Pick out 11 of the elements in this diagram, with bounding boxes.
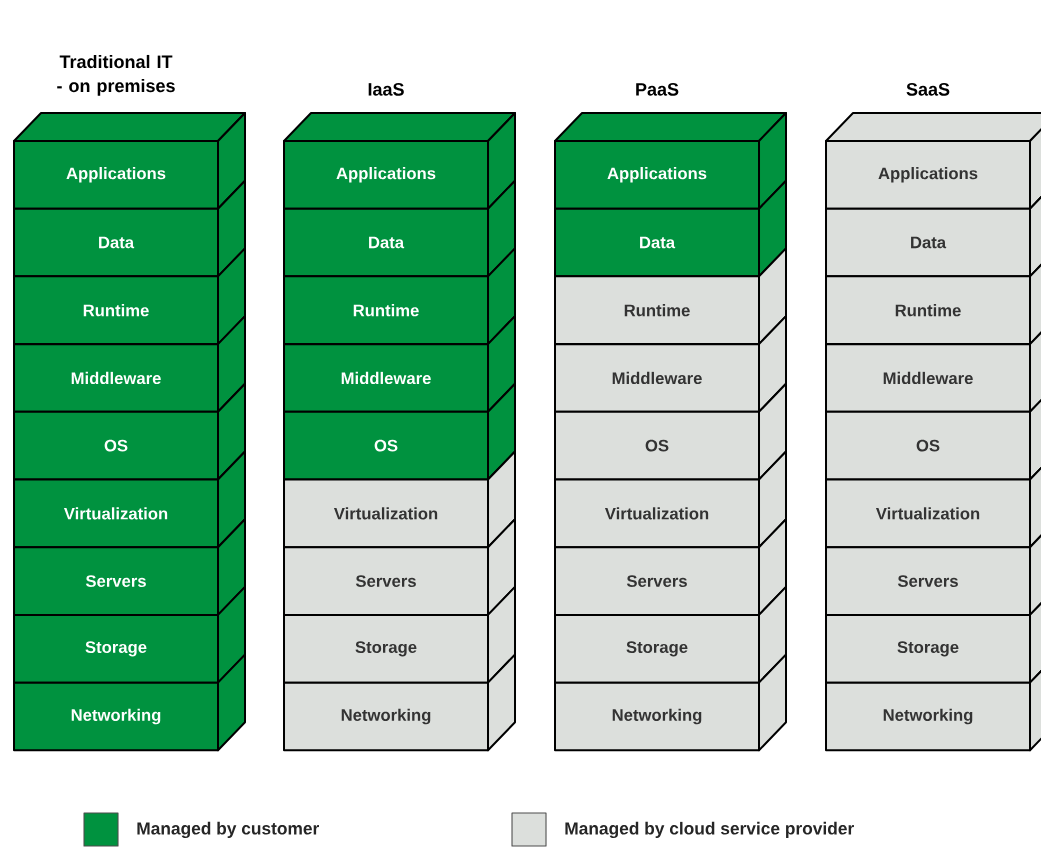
layer-box: Applications	[13, 112, 246, 210]
column-heading: Traditional IT - on premises	[57, 54, 175, 96]
column-heading: SaaS	[906, 83, 950, 96]
legend-label: Managed by customer	[137, 821, 319, 839]
layer-box: Applications	[554, 112, 787, 210]
layer-box: Applications	[825, 112, 1041, 210]
column-heading: IaaS	[368, 83, 404, 96]
layer-box: Middleware	[554, 315, 787, 413]
layer-box: Applications	[283, 112, 516, 210]
column-heading: PaaS	[636, 83, 679, 96]
legend-label: Managed by cloud service provider	[565, 821, 854, 839]
